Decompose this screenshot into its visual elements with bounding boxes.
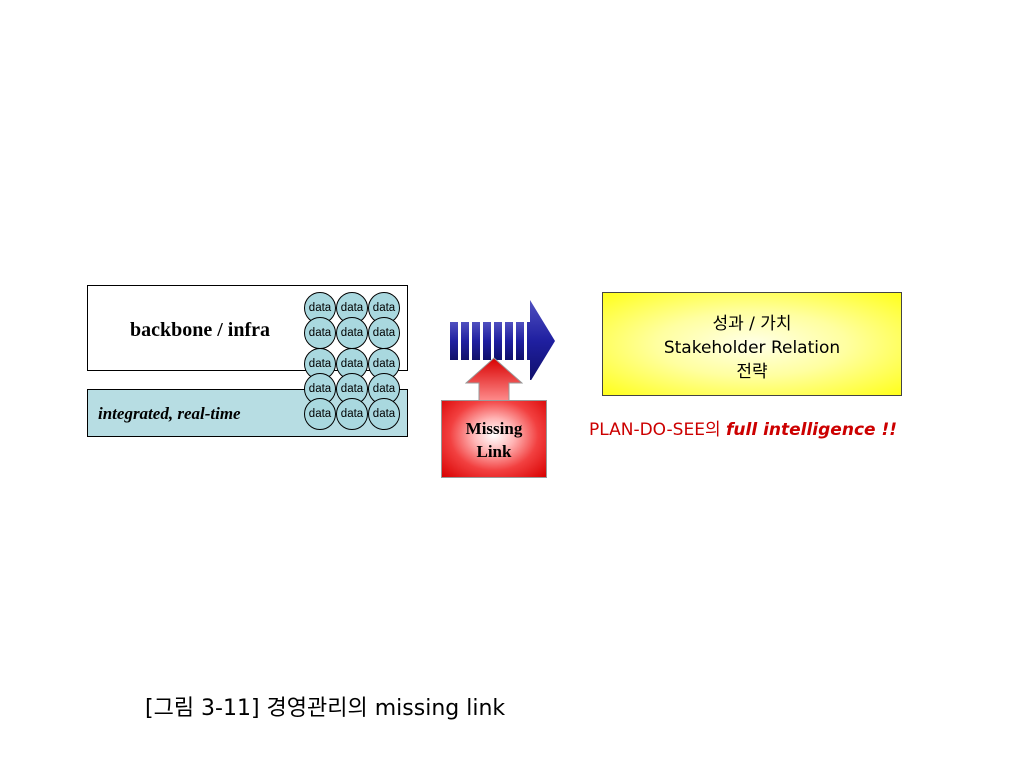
figure-caption: [그림 3-11] 경영관리의 missing link — [145, 696, 506, 721]
result-line-3: 전략 — [736, 362, 768, 382]
data-circle-label: data — [340, 302, 364, 314]
data-circle-label: data — [340, 327, 364, 339]
plan-prefix: PLAN-DO-SEE의 — [589, 420, 726, 440]
data-circle: data — [304, 317, 336, 349]
data-circle: data — [304, 373, 336, 405]
data-circle-label: data — [372, 408, 396, 420]
data-circle-label: data — [308, 408, 332, 420]
missing-link-box: Missing Link — [441, 400, 547, 478]
result-line-2: Stakeholder Relation — [663, 338, 841, 358]
right-arrow-icon — [450, 300, 555, 380]
result-line-1: 성과 / 가치 — [712, 314, 792, 334]
data-circle-label: data — [308, 327, 332, 339]
link-label: Link — [476, 442, 512, 461]
data-circle-label: data — [308, 383, 332, 395]
data-circle-label: data — [340, 358, 364, 370]
data-circle-label: data — [372, 302, 396, 314]
data-circle-label: data — [340, 408, 364, 420]
backbone-label: backbone / infra — [130, 319, 271, 341]
missing-label: Missing — [465, 419, 523, 438]
plan-emphasis: full intelligence !! — [726, 420, 897, 440]
data-circle-label: data — [340, 383, 364, 395]
data-circle: data — [304, 348, 336, 380]
data-circle-label: data — [372, 383, 396, 395]
data-circle: data — [336, 348, 368, 380]
data-circle: data — [336, 317, 368, 349]
data-circle: data — [368, 292, 400, 324]
plan-do-see-text: PLAN-DO-SEE의 full intelligence !! — [589, 415, 897, 440]
integrated-label: integrated, real-time — [98, 404, 241, 423]
up-arrow-icon — [465, 357, 523, 403]
data-circle: data — [336, 398, 368, 430]
data-circle-label: data — [308, 358, 332, 370]
data-circle-label: data — [372, 327, 396, 339]
data-circle: data — [368, 317, 400, 349]
data-circle: data — [304, 398, 336, 430]
data-circle-label: data — [308, 302, 332, 314]
data-circle: data — [368, 398, 400, 430]
result-box: 성과 / 가치 Stakeholder Relation 전략 — [602, 292, 902, 396]
data-circle-label: data — [372, 358, 396, 370]
